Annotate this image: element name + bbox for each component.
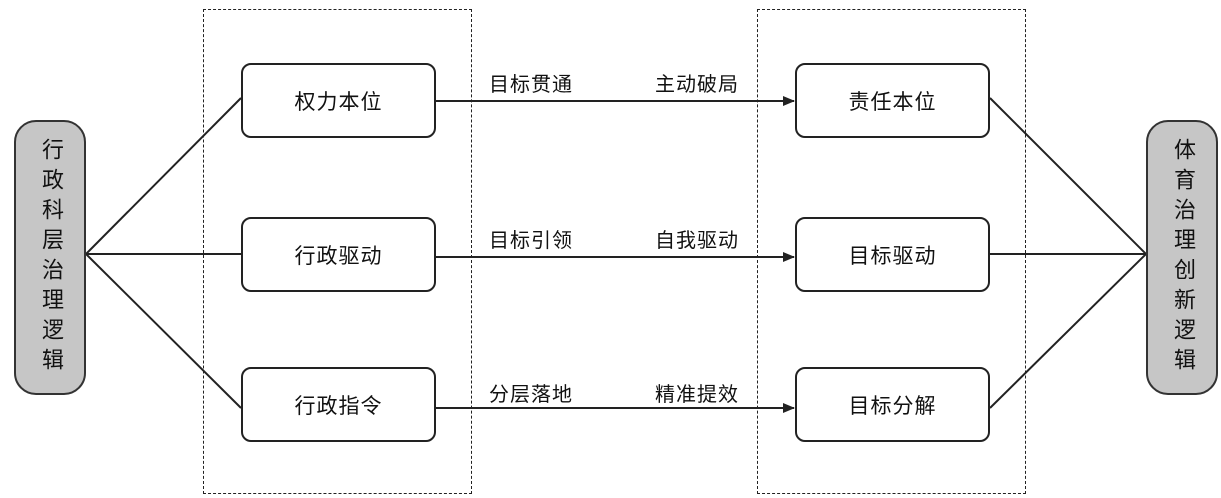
arrow-top-right-label: 主动破局 [655,72,739,96]
fan-line-right-top [989,97,1147,255]
node-administrative-driven: 行政驱动 [241,217,436,292]
left-group-frame [203,9,472,494]
right-pill-node: 体育治理创新逻辑 [1146,120,1218,395]
right-group-frame [757,9,1026,494]
arrow-middle-left-label: 目标引领 [489,228,573,252]
node-administrative-directive: 行政指令 [241,367,436,442]
arrow-middle-right-label: 自我驱动 [655,228,739,252]
arrow-bottom-left-label: 分层落地 [489,382,573,406]
arrow-top-left-label: 目标贯通 [489,72,573,96]
right-pill-label: 体育治理创新逻辑 [1170,137,1195,378]
node-power-based: 权力本位 [241,63,436,138]
fan-line-right-bottom [989,253,1147,409]
node-responsibility-based: 责任本位 [795,63,990,138]
node-goal-driven: 目标驱动 [795,217,990,292]
left-pill-label: 行政科层治理逻辑 [38,137,63,378]
node-goal-decomposition: 目标分解 [795,367,990,442]
left-pill-node: 行政科层治理逻辑 [14,120,86,395]
fan-line-left-bottom [85,253,242,409]
arrow-bottom-right-label: 精准提效 [655,382,739,406]
fan-line-left-top [85,97,242,255]
